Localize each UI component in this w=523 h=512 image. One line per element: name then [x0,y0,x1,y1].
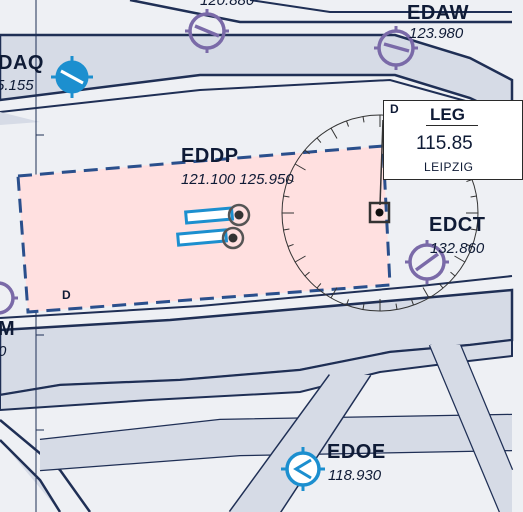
military-airfield-icon-left [0,281,18,315]
runway-icon [176,203,251,250]
compass-tick [316,283,322,289]
compass-tick [450,271,456,277]
compass-tick [294,255,306,263]
upper-airway-band [0,33,514,120]
compass-tick [454,255,466,263]
compass-tick [395,303,398,310]
military-airfield-icon-top [185,9,229,53]
top-airfield-freq: 120.880 [200,0,255,9]
eddp-ident[interactable]: EDDP [181,145,239,167]
compass-tick [438,283,444,289]
edoe-freq: 118.930 [328,467,382,484]
vor-info-box[interactable]: D LEG 115.85 LEIPZIG [383,100,523,180]
compass-tick [330,127,338,139]
edaw-ident[interactable]: EDAW [407,2,469,24]
vor-name: LEIPZIG [424,160,474,174]
compass-tick [470,228,477,231]
military-airfield-icon-edaw [374,26,418,70]
compass-tick [470,195,477,198]
compass-tick [362,116,365,123]
eddp-freqs: 121.100 125.950 [181,171,294,188]
left-airfield-ident[interactable]: M [0,318,16,340]
compass-tick [410,299,414,306]
military-airfield-icon-edct [405,240,449,284]
compass-tick [362,303,365,310]
edaq-ident[interactable]: DAQ [0,52,44,74]
compass-tick [466,243,473,247]
compass-tick [287,243,294,247]
edaw-freq: 123.980 [409,25,464,42]
edaq-freq: 5.155 [0,77,34,94]
vor-dme-icon [368,201,391,224]
vor-frequency: 115.85 [416,133,473,154]
edoe-ident[interactable]: EDOE [327,441,386,463]
civil-airfield-icon-edaq [51,56,93,98]
compass-tick [304,149,310,155]
compass-tick [346,299,350,306]
airspace-class-d-label: D [62,288,71,302]
left-airfield-freq: 0 [0,343,6,360]
compass-tick [422,287,430,299]
compass-tick [283,228,290,231]
vor-box-marker: D [390,102,399,116]
vor-morse-divider [426,125,478,126]
compass-tick [304,271,310,277]
compass-tick [316,137,322,143]
compass-tick [346,120,350,127]
eddp-ctr-boundary [16,144,392,314]
civil-airfield-icon-edoe [281,447,325,491]
compass-tick [287,179,294,183]
vor-ident: LEG [430,105,465,124]
compass-tick [283,195,290,198]
edct-ident[interactable]: EDCT [429,214,486,236]
compass-tick [294,163,306,171]
compass-tick [330,287,338,299]
edct-freq: 132.860 [430,240,485,257]
